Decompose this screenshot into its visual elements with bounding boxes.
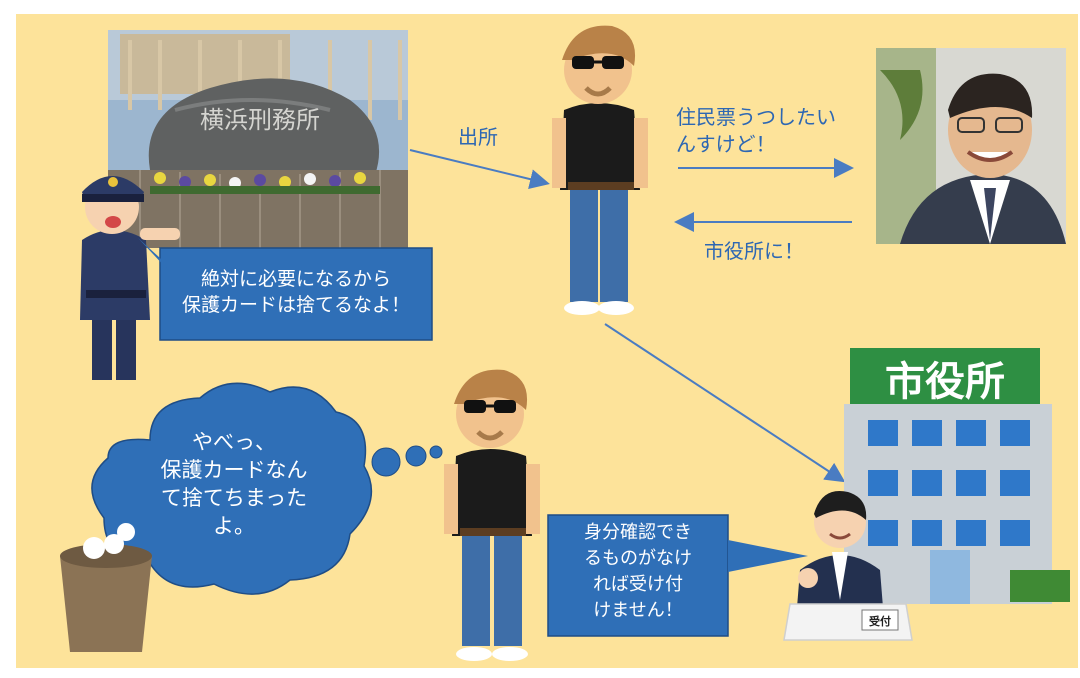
prison-photo — [108, 30, 408, 248]
thought-bubble-text: やべっ、 保護カードなん て捨てちまった よ。 — [160, 430, 308, 538]
city-hall-building-icon — [844, 348, 1070, 604]
reply-label: 市役所に！ — [704, 239, 804, 263]
city-hall-sign: 市役所 — [885, 359, 1005, 405]
release-label: 出所 — [458, 125, 498, 149]
businessman-photo — [876, 48, 1066, 244]
guard-callout-text: 絶対に必要になるから 保護カードは捨てるなよ！ — [181, 268, 410, 316]
reception-clerk-icon — [783, 490, 913, 641]
thought-bubble — [91, 382, 443, 595]
reception-sign: 受付 — [869, 614, 891, 628]
guard-callout — [138, 238, 433, 341]
arrow-to-city-hall — [604, 323, 846, 483]
man-sunglasses-thinking-icon — [444, 369, 540, 661]
police-officer-icon — [80, 176, 180, 380]
request-label: 住民票うつしたい んすけど！ — [676, 105, 836, 156]
arrow-release — [409, 149, 550, 189]
clerk-callout-text: 身分確認でき るものがなけ れば受け付 けません！ — [584, 522, 692, 621]
man-sunglasses-icon — [552, 25, 648, 315]
clerk-callout — [547, 514, 808, 637]
prison-carved-text: 横浜刑務所 — [200, 106, 320, 134]
trash-can-icon — [60, 523, 152, 652]
